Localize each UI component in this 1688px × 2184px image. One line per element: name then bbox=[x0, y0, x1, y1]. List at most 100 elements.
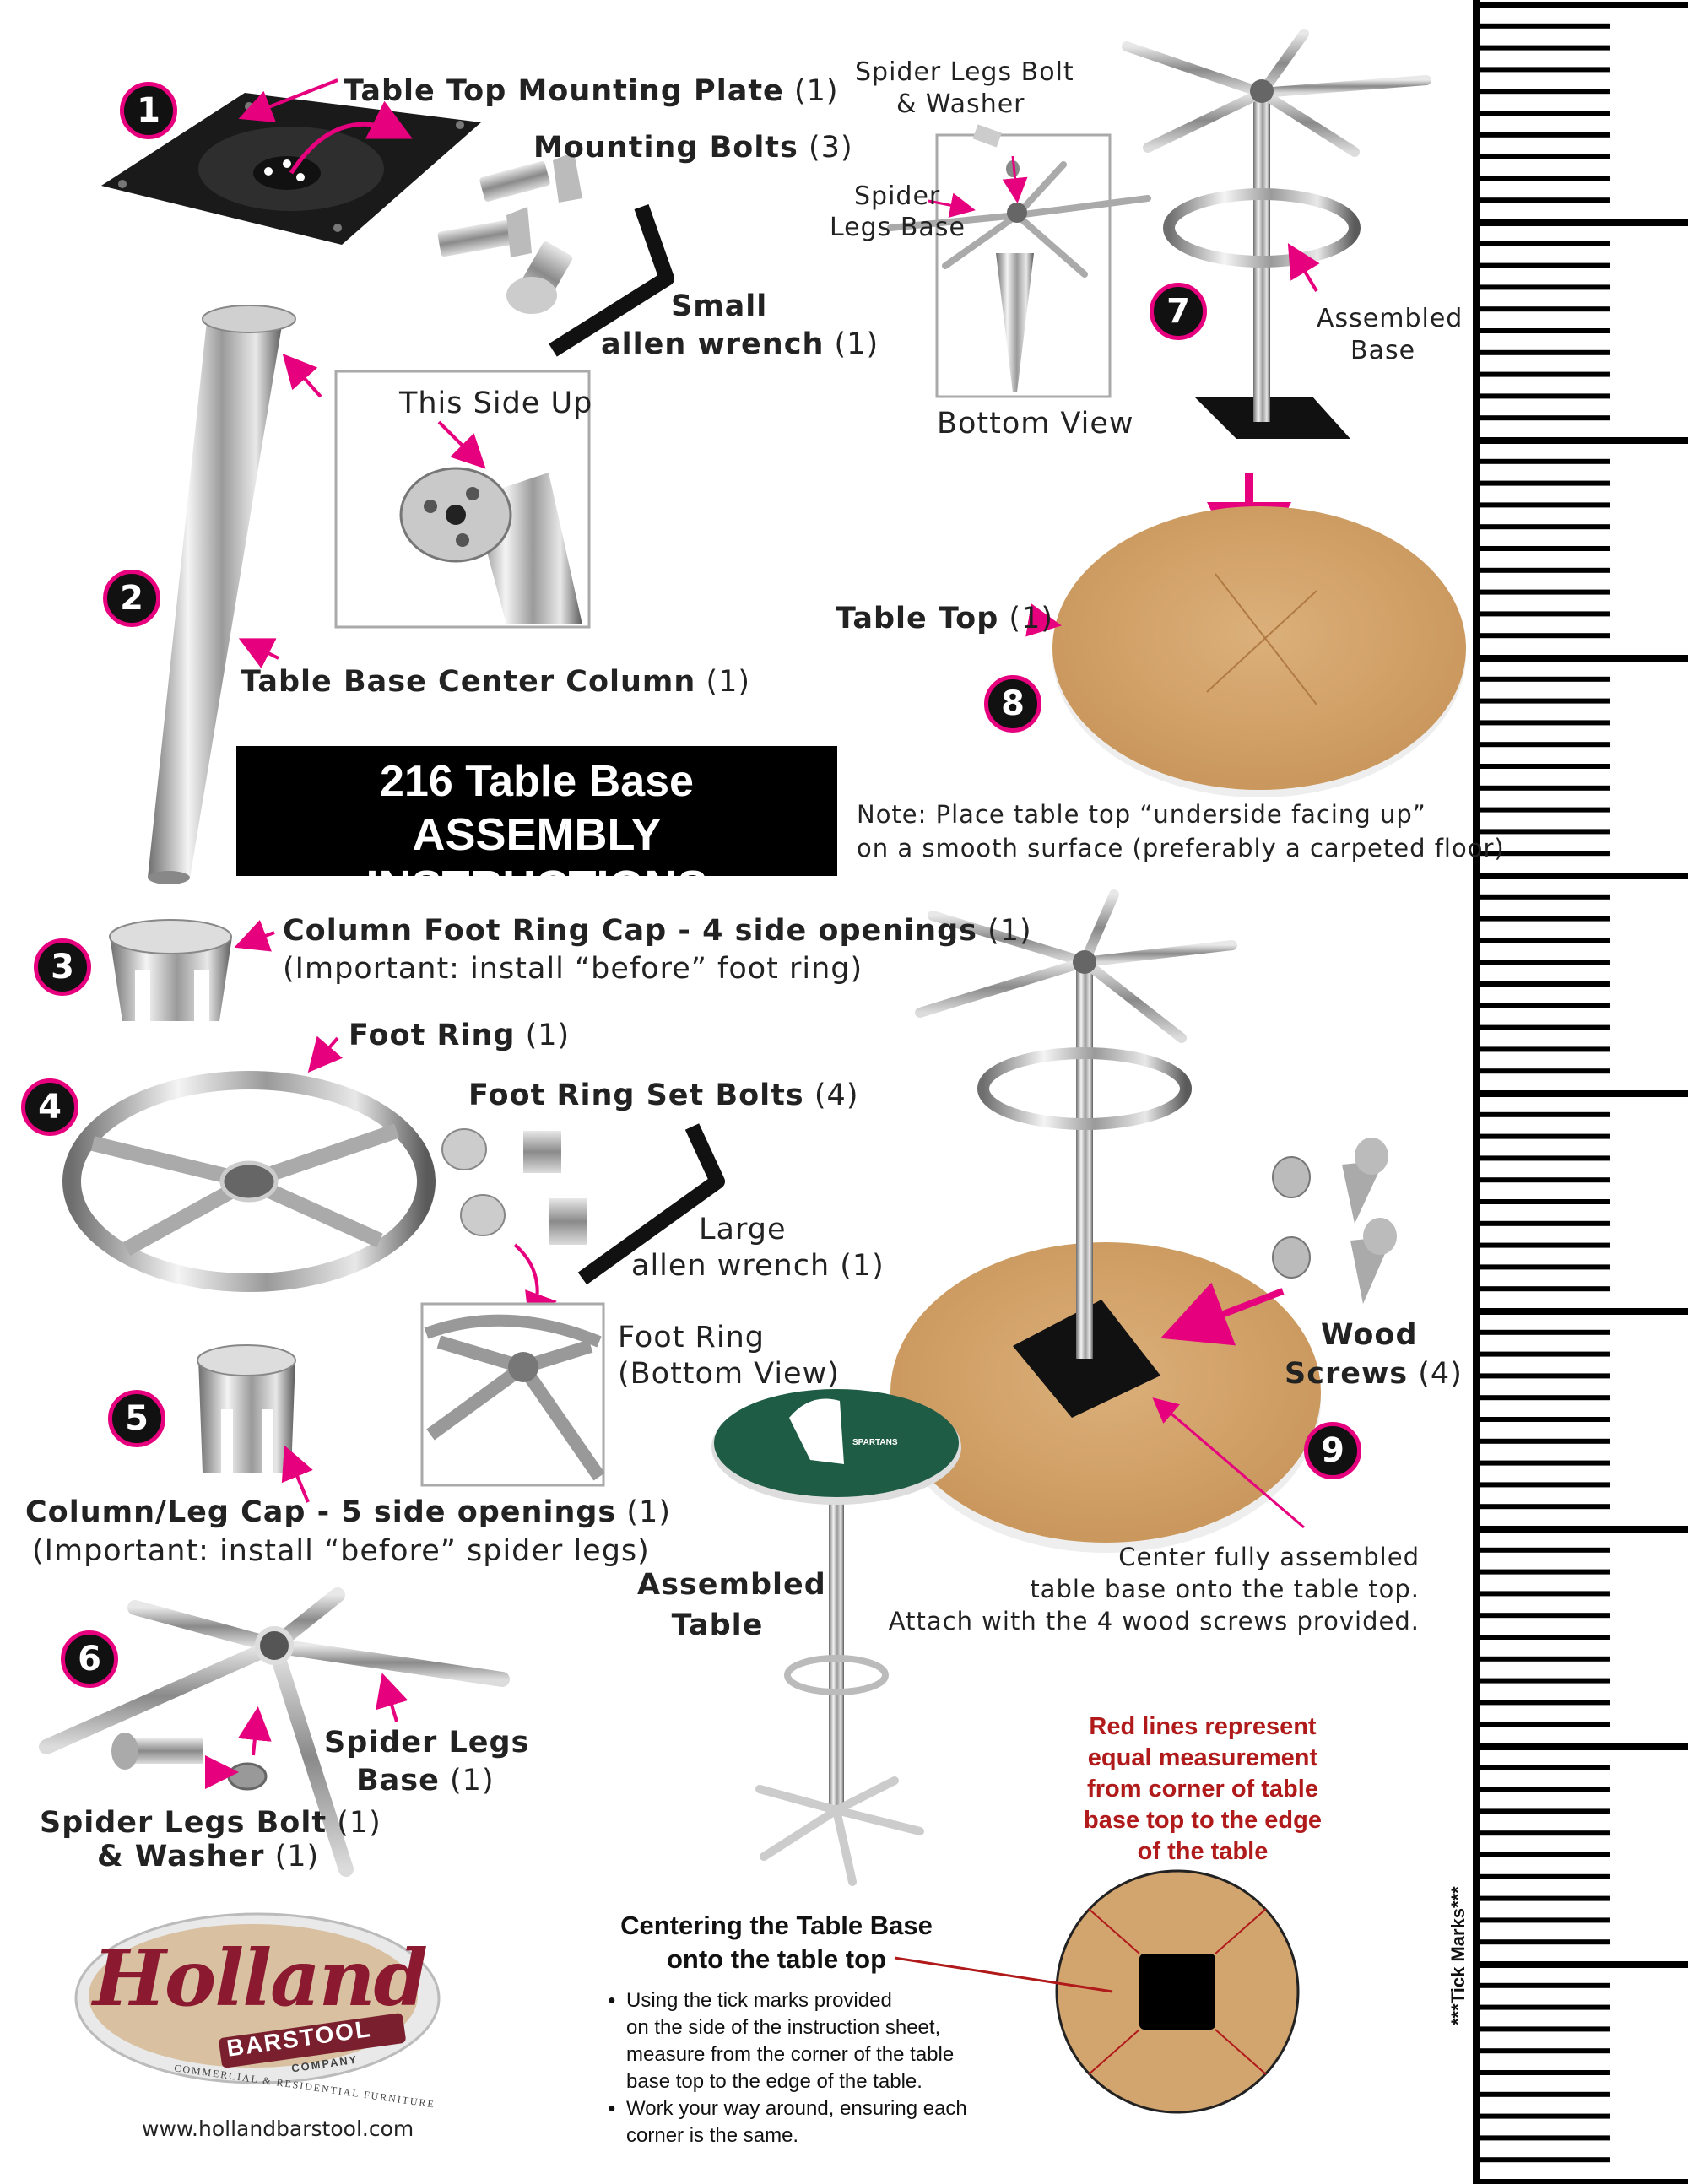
plate-arrow bbox=[289, 100, 413, 175]
ruler-tick-minor bbox=[1480, 2004, 1610, 2010]
ruler-tick-minor bbox=[1480, 981, 1610, 987]
wood-screw-arrow bbox=[1160, 1282, 1285, 1346]
plate-label-arrow bbox=[238, 78, 338, 122]
large-wrench-label-1: Large bbox=[699, 1213, 787, 1246]
foot-ring-bottom-label-1: Foot Ring bbox=[618, 1321, 766, 1354]
step-number-5: 5 bbox=[108, 1390, 165, 1447]
svg-text:SPARTANS: SPARTANS bbox=[852, 1438, 898, 1447]
ruler-tick-minor bbox=[1480, 1373, 1610, 1379]
ruler-tick-minor bbox=[1480, 720, 1610, 726]
ruler-tick-minor bbox=[1480, 1111, 1610, 1117]
ruler-tick-minor bbox=[1480, 1242, 1610, 1248]
step-number-1: 1 bbox=[120, 82, 177, 139]
leg-cap-label: Column/Leg Cap - 5 side openings (1) bbox=[25, 1495, 671, 1529]
ruler-tick-minor bbox=[1480, 1199, 1610, 1204]
ruler-tick-minor bbox=[1480, 829, 1610, 835]
ruler-tick-minor bbox=[1480, 2135, 1610, 2141]
ruler-tick-major bbox=[1480, 219, 1688, 226]
center-arrow bbox=[1152, 1397, 1305, 1529]
ruler-tick-minor bbox=[1480, 262, 1610, 268]
wood-screws-label-1: Wood bbox=[1321, 1318, 1418, 1352]
foot-ring-label: Foot Ring (1) bbox=[349, 1019, 571, 1052]
ruler-tick-minor bbox=[1480, 197, 1610, 203]
bottom-view-inset bbox=[935, 133, 1112, 398]
ruler-tick-minor bbox=[1480, 546, 1610, 551]
ruler-tick-minor bbox=[1480, 1873, 1610, 1879]
foot-ring-bolts-label: Foot Ring Set Bolts (4) bbox=[468, 1078, 859, 1112]
ruler-tick-minor bbox=[1480, 1852, 1610, 1857]
ruler-tick-major bbox=[1480, 2179, 1688, 2184]
ruler-tick-minor bbox=[1480, 1177, 1610, 1183]
spider-base-label-2: Base (1) bbox=[356, 1764, 495, 1797]
assembly-title-box: 216 Table Base ASSEMBLY INSTRUCTIONS bbox=[236, 746, 837, 912]
step-number-2: 2 bbox=[103, 570, 160, 627]
red-note-line-3: from corner of table bbox=[1087, 1776, 1318, 1803]
spider-hub bbox=[255, 1626, 294, 1665]
large-allen-wrench-illustration bbox=[577, 1123, 725, 1285]
ruler-tick-minor bbox=[1480, 698, 1610, 704]
ruler-tick-minor bbox=[1480, 1613, 1610, 1619]
cap-arrow bbox=[234, 920, 275, 952]
note-line-1: Note: Place table top “underside facing … bbox=[857, 800, 1426, 829]
foot-ring-bolts-illustration bbox=[441, 1128, 587, 1245]
ruler-tick-minor bbox=[1480, 2091, 1610, 2097]
spider-bolt-illustration bbox=[111, 1733, 268, 1791]
foot-ring-bottom-illustration bbox=[424, 1314, 605, 1481]
ruler-tick-minor bbox=[1480, 2048, 1610, 2054]
ruler-tick-minor bbox=[1480, 1700, 1610, 1706]
red-lines-note: Red lines represent equal measurement fr… bbox=[1051, 1711, 1355, 1868]
ruler-tick-major bbox=[1480, 1526, 1688, 1533]
ruler-tick-minor bbox=[1480, 241, 1610, 246]
ruler-tick-minor bbox=[1480, 611, 1610, 617]
foot-ring-bottom-label-2: (Bottom View) bbox=[618, 1357, 840, 1391]
this-side-up-label: This Side Up bbox=[399, 387, 593, 420]
ruler-tick-minor bbox=[1480, 676, 1610, 682]
ruler-tick-minor bbox=[1480, 1329, 1610, 1335]
title-line-1: 216 Table Base bbox=[380, 757, 694, 806]
ruler-tick-minor bbox=[1480, 524, 1610, 530]
ruler-tick-minor bbox=[1480, 1722, 1610, 1727]
brand-url[interactable]: www.hollandbarstool.com bbox=[142, 2116, 414, 2141]
ruler-tick-minor bbox=[1480, 567, 1610, 573]
ruler-tick-minor bbox=[1480, 1504, 1610, 1510]
ruler-tick-major bbox=[1480, 1308, 1688, 1315]
ruler-tick-minor bbox=[1480, 23, 1610, 29]
column-label-arrow bbox=[238, 638, 279, 669]
center-instructions-line-1: Center fully assembled bbox=[1118, 1543, 1420, 1571]
red-note-line-2: equal measurement bbox=[1087, 1744, 1318, 1771]
centering-heading-1: Centering the Table Base bbox=[620, 1911, 933, 1940]
holland-logo bbox=[74, 1912, 441, 2084]
step-number-8: 8 bbox=[984, 675, 1041, 733]
ruler-tick-minor bbox=[1480, 393, 1610, 399]
ruler-tick-minor bbox=[1480, 1024, 1610, 1030]
ruler-tick-minor bbox=[1480, 306, 1610, 312]
red-note-line-4: base top to the edge bbox=[1084, 1807, 1322, 1834]
this-side-up-arrow bbox=[282, 354, 322, 398]
ruler-tick-major bbox=[1480, 655, 1688, 662]
assembled-table-label: Assembled Table bbox=[637, 1568, 826, 1642]
ruler-tick-minor bbox=[1480, 480, 1610, 486]
ruler-tick-minor bbox=[1480, 916, 1610, 922]
ruler-tick-minor bbox=[1480, 1220, 1610, 1226]
ruler-tick-major bbox=[1480, 1743, 1688, 1750]
ruler-tick-minor bbox=[1480, 415, 1610, 421]
spider-base-top-label-2: Legs Base bbox=[830, 213, 966, 242]
red-note-line-5: of the table bbox=[1137, 1838, 1269, 1865]
ruler-tick-minor bbox=[1480, 1635, 1610, 1640]
ruler-tick-minor bbox=[1480, 1656, 1610, 1662]
ruler-tick-minor bbox=[1480, 89, 1610, 95]
wood-screws-illustration bbox=[1272, 1138, 1397, 1304]
bottom-view-label: Bottom View bbox=[937, 407, 1134, 441]
spider-bolt-label-1: Spider Legs Bolt (1) bbox=[40, 1806, 381, 1840]
ruler-tick-minor bbox=[1480, 807, 1610, 813]
ruler-tick-minor bbox=[1480, 764, 1610, 769]
step-number-7: 7 bbox=[1150, 283, 1207, 340]
centering-bullet-2: Work your way around, ensuring each corn… bbox=[608, 2095, 1013, 2149]
ruler-tick-minor bbox=[1480, 1547, 1610, 1553]
ruler-tick-minor bbox=[1480, 2070, 1610, 2075]
spider-legs-illustration bbox=[39, 1587, 510, 1877]
ruler-tick-major bbox=[1480, 437, 1688, 444]
assembled-base-illustration bbox=[1122, 29, 1431, 439]
leg-cap-note: (Important: install “before” spider legs… bbox=[32, 1534, 650, 1568]
